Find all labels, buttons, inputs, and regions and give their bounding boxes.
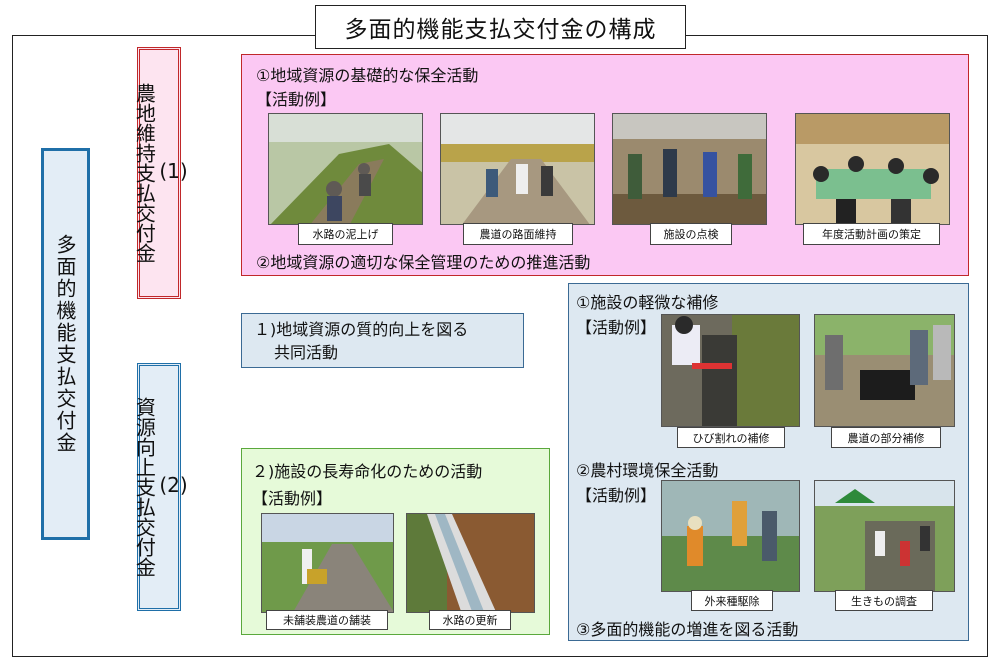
caption-canal-mud: 水路の泥上げ <box>298 223 393 245</box>
pink-heading-2: ②地域資源の適切な保全管理のための推進活動 <box>256 253 591 272</box>
caption-crack-repair: ひび割れの補修 <box>677 427 785 448</box>
branch2-node: (2) 資源向上支払交付金 <box>132 363 188 611</box>
caption-meeting: 年度活動計画の策定 <box>803 223 940 245</box>
caption-wildlife-survey: 生きもの調査 <box>835 590 933 611</box>
root-node: 多面的機能支払交付金 <box>41 148 90 540</box>
caption-canal-renewal: 水路の更新 <box>429 610 511 630</box>
branch2-number: (2) <box>159 473 188 497</box>
caption-facility-inspection: 施設の点検 <box>650 223 732 245</box>
canal-renewal-photo <box>406 513 535 613</box>
road-patch-photo <box>814 314 955 427</box>
green-heading: ２)施設の長寿命化のための活動 <box>252 462 483 481</box>
meeting-photo <box>795 113 950 225</box>
crack-repair-photo <box>661 314 800 427</box>
pink-heading-1: ①地域資源の基礎的な保全活動 <box>256 66 479 85</box>
canal-mud-photo <box>268 113 423 225</box>
quality-line-1: １)地域資源の質的向上を図る <box>254 320 469 339</box>
blue-examples-1: 【活動例】 <box>576 318 657 337</box>
quality-improvement-box: １)地域資源の質的向上を図る 共同活動 <box>241 313 524 368</box>
quality-line-2: 共同活動 <box>274 343 339 362</box>
branch2-label: 資源向上支払交付金 <box>132 397 157 577</box>
green-examples-label: 【活動例】 <box>252 489 333 508</box>
pink-examples-label: 【活動例】 <box>256 90 337 109</box>
branch1-label: 農地維持支払交付金 <box>132 83 157 263</box>
caption-road-paving: 未舗装農道の舗装 <box>266 610 388 630</box>
blue-heading-3: ③多面的機能の増進を図る活動 <box>576 620 799 639</box>
wildlife-survey-photo <box>814 480 955 592</box>
caption-road-patch: 農道の部分補修 <box>831 427 941 448</box>
road-paving-photo <box>261 513 394 613</box>
blue-examples-2: 【活動例】 <box>576 486 657 505</box>
branch1-number: (1) <box>159 159 188 183</box>
root-label: 多面的機能支払交付金 <box>53 234 77 454</box>
facility-inspection-photo <box>612 113 767 225</box>
invasive-removal-photo <box>661 480 800 592</box>
caption-invasive-removal: 外来種駆除 <box>691 590 773 611</box>
page-title: 多面的機能支払交付金の構成 <box>315 5 686 49</box>
blue-heading-2: ②農村環境保全活動 <box>576 461 719 480</box>
farm-road-photo <box>440 113 595 225</box>
blue-heading-1: ①施設の軽微な補修 <box>576 293 719 312</box>
caption-farm-road: 農道の路面維持 <box>463 223 573 245</box>
branch1-node: (1) 農地維持支払交付金 <box>132 47 188 299</box>
